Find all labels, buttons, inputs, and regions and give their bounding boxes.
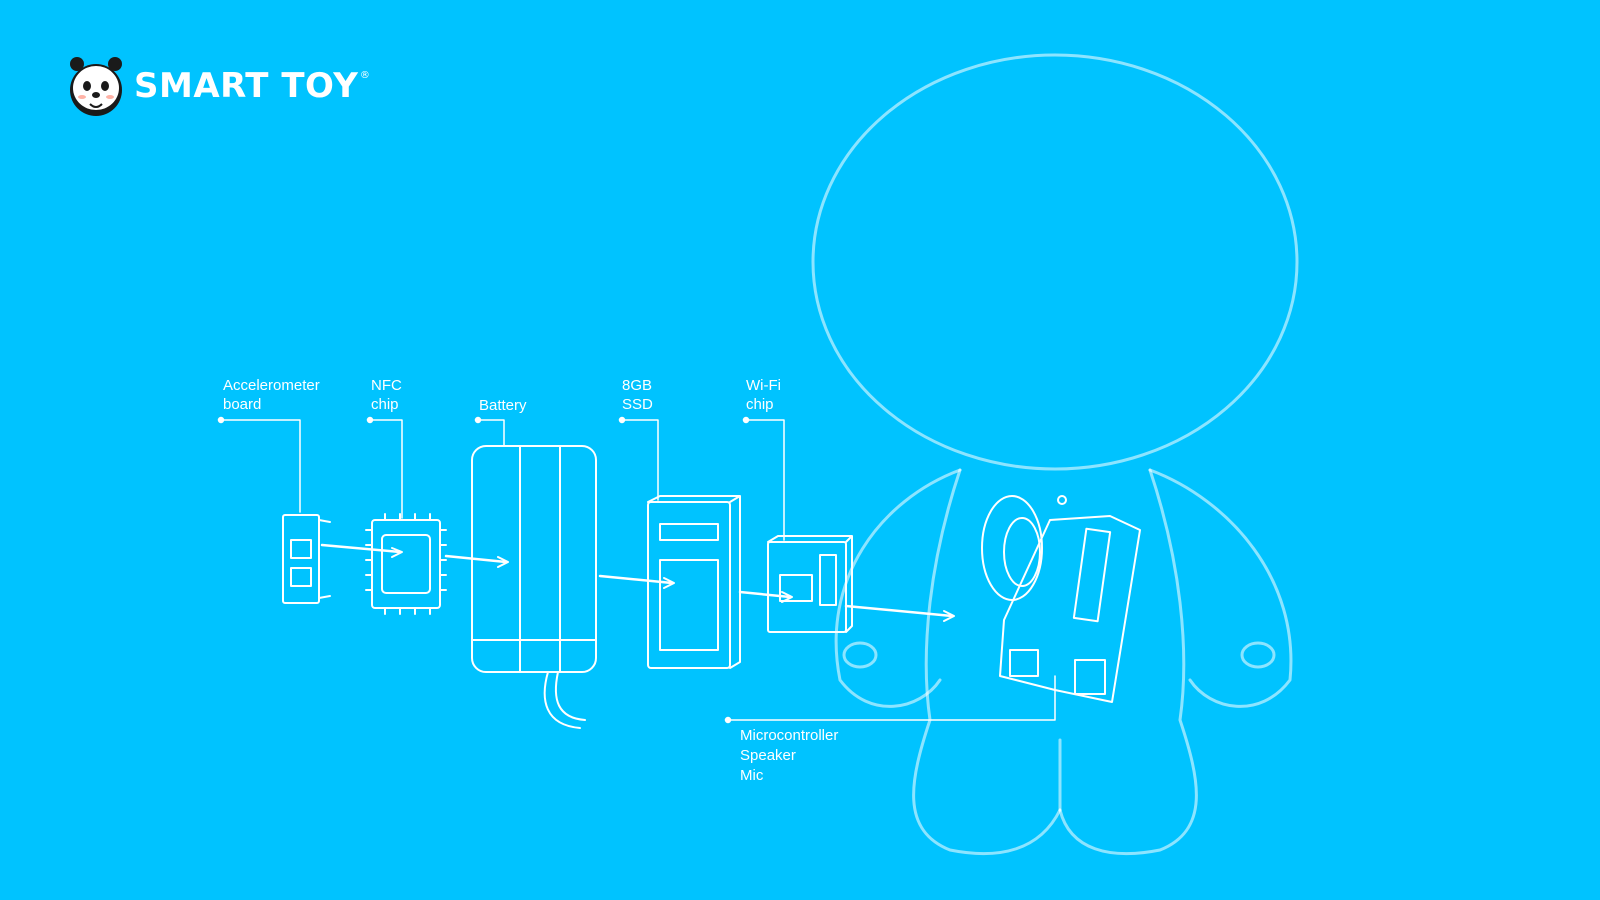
label-ssd: 8GB SSD [622, 377, 653, 413]
arrow-wifi-to-microcontroller [844, 604, 954, 618]
battery-illustration [471, 445, 597, 729]
label-nfc-chip: NFC chip [371, 377, 402, 413]
wifi-chip-illustration [767, 535, 853, 633]
arrow-accelerometer-to-nfc [320, 543, 402, 554]
toy-outline [811, 53, 1299, 856]
panda-face-icon [70, 57, 122, 116]
arrow-nfc-to-battery [444, 554, 508, 564]
label-battery: Battery [479, 397, 527, 414]
flow-arrows [320, 543, 955, 622]
nfc-chip-illustration [365, 513, 447, 615]
logo: SMART TOY® [68, 54, 371, 118]
leader-accelerometer [220, 419, 301, 513]
leader-ssd [621, 419, 659, 501]
leader-nfc [369, 419, 403, 519]
microcontroller-speaker-illustration [981, 495, 1141, 703]
leader-battery [477, 419, 505, 447]
leader-wifi [745, 419, 785, 541]
brand-name: SMART TOY® [134, 66, 371, 106]
leader-microcontroller [727, 675, 1056, 721]
ssd-illustration [647, 495, 741, 669]
leader-lines [217, 416, 1056, 724]
label-wifi-chip: Wi-Fi chip [746, 377, 781, 413]
label-microcontroller-speaker-mic: Microcontroller Speaker Mic [740, 727, 839, 784]
arrow-ssd-to-wifi [738, 590, 792, 599]
accelerometer-board-illustration [282, 514, 331, 604]
arrow-battery-to-ssd [598, 574, 674, 585]
label-accelerometer-board: Accelerometer board [223, 377, 320, 413]
